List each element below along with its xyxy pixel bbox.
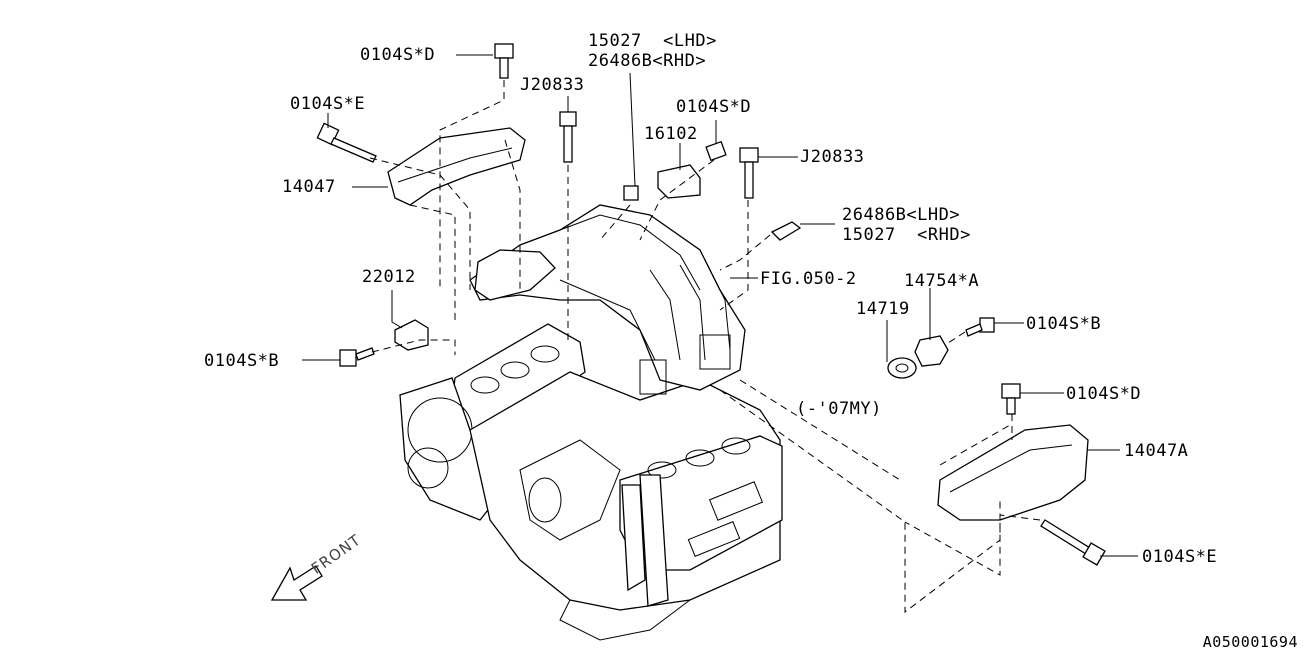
cover-14047a-right [937,424,1089,521]
label-sensor-line2: 26486B<RHD> [588,51,707,71]
label-bolt-0104sd-top: 0104S*D [360,45,436,65]
label-bolt-j20833-left: J20833 [520,75,585,95]
leader-lines [302,54,1138,557]
label-cover-14047a: 14047A [1124,441,1189,461]
label-year-note: (-'07MY) [796,399,882,419]
sensor-15027-top [623,185,639,201]
label-sensor-line1: 15027 <LHD> [588,31,717,51]
label-bolt-0104sb-left: 0104S*B [204,351,280,371]
bolt-0104sd-top [494,43,514,79]
clip-22012 [394,319,429,351]
label-cover-14047: 14047 [282,177,336,197]
label-bolt-0104se-left: 0104S*E [290,94,366,114]
bolt-0104sd-right [1001,383,1021,415]
label-gasket-14719: 14719 [856,299,910,319]
gasket-14754a [914,335,949,367]
label-bolt-0104sd-right: 0104S*D [1066,384,1142,404]
intake-manifold [469,204,746,395]
label-sensor2-line2: 15027 <RHD> [842,225,971,245]
bolt-0104se-left [316,122,377,163]
sensor-26486b-right [770,221,802,241]
engine-block [399,323,783,641]
label-bolt-0104sd-mid: 0104S*D [676,97,752,117]
bolt-0104se-right [1040,519,1106,566]
bolt-0104sd-mid [705,140,727,162]
bolt-0104sb-left [339,347,375,367]
bolt-0104sb-right [965,317,995,337]
bolt-j20833-right [739,147,759,199]
label-bolt-0104sb-right: 0104S*B [1026,314,1102,334]
label-gasket-14754a: 14754*A [904,271,980,291]
label-bolt-j20833-right: J20833 [800,147,865,167]
label-bolt-0104se-right: 0104S*E [1142,547,1218,567]
label-fig-ref: FIG.050-2 [760,269,857,289]
label-bracket-16102: 16102 [644,124,698,144]
front-arrow-icon [270,565,323,601]
bolt-j20833-left [559,111,577,163]
label-sensor2-line1: 26486B<LHD> [842,205,961,225]
cover-14047-left [387,127,526,206]
drawing-code: A050001694 [1202,633,1298,651]
assembly-lines [369,80,1041,614]
bracket-16102 [657,164,701,199]
gasket-14719 [887,357,917,379]
label-clip-22012: 22012 [362,267,416,287]
